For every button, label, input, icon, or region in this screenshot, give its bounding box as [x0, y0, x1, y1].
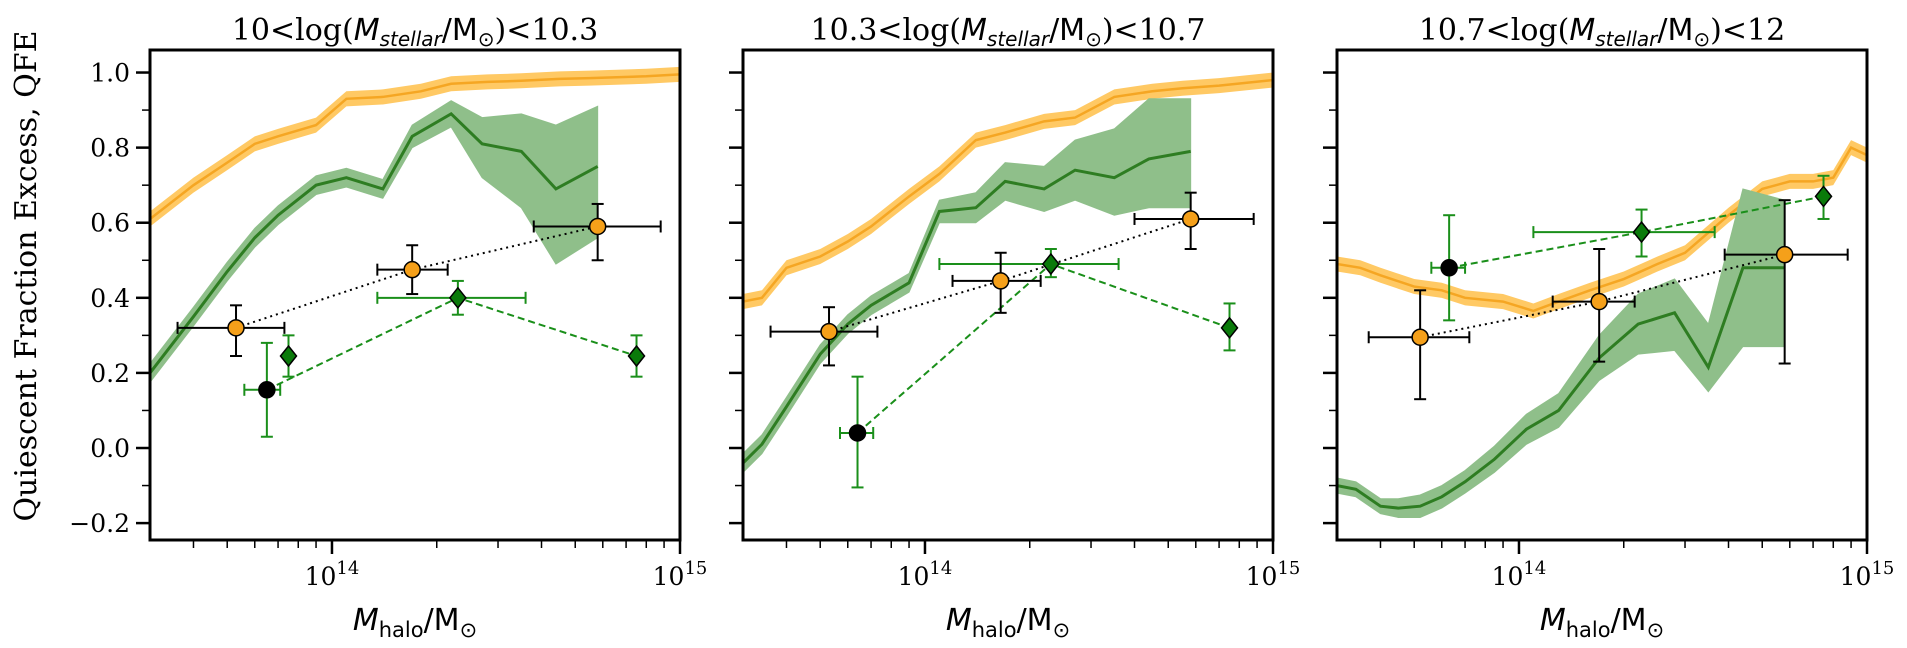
- green-diamond-marker: [627, 344, 646, 368]
- green-dashed-line: [1448, 195, 1824, 269]
- green-point-errorbar: [938, 248, 1120, 279]
- x-tick-label: 1015: [653, 558, 708, 591]
- x-axis-label-0: Mhalo/M⊙: [353, 603, 477, 642]
- green-band-line: [1337, 266, 1785, 510]
- axes-frame: [1335, 48, 1869, 542]
- green-band: [1337, 188, 1786, 518]
- green-band-line: [150, 111, 599, 374]
- orange-point-marker: [1775, 245, 1794, 264]
- axes-frame: [148, 48, 682, 542]
- orange-dotted-line: [235, 225, 598, 329]
- orange-band-line: [743, 78, 1273, 303]
- green-diamond-marker: [279, 344, 298, 368]
- black-point-marker: [848, 424, 867, 442]
- panel-title: 10.3<log(Mstellar/M⊙)<10.7: [811, 13, 1206, 51]
- x-tick-label: 1014: [1492, 558, 1547, 591]
- y-tick-label: 0.0: [90, 434, 130, 463]
- x-tick-label: 1014: [305, 558, 360, 591]
- black-point-marker: [258, 381, 276, 399]
- orange-point-marker: [1590, 292, 1608, 311]
- y-tick-label: −0.2: [69, 509, 130, 538]
- green-dashed-line: [856, 262, 1230, 434]
- y-tick-label: 0.8: [90, 134, 130, 163]
- panel-mid-mass: 1014 1015 10.3<log(Mstellar/M⊙)<10.7: [729, 13, 1300, 591]
- plot-area: [743, 72, 1273, 489]
- green-diamond-marker: [448, 286, 467, 310]
- green-diamond-marker: [1041, 252, 1060, 276]
- green-diamond-marker: [1632, 220, 1651, 244]
- green-diamond-marker: [1814, 185, 1833, 208]
- orange-dotted-line: [828, 218, 1191, 333]
- panel-low-mass: −0.2 0.0 0.2 0.4 0.6 0.8 1.0 1014 1015 10<log(Mst…: [69, 13, 707, 591]
- orange-band-line: [150, 73, 680, 220]
- plot-area: [150, 66, 680, 438]
- orange-band: [1337, 140, 1867, 319]
- black-point-marker: [1440, 259, 1458, 277]
- x-tick-label: 1015: [1246, 558, 1301, 591]
- y-tick-label: 1.0: [90, 59, 130, 88]
- axes-frame: [741, 48, 1275, 542]
- x-tick-label: 1015: [1840, 558, 1895, 591]
- y-tick-label: 0.2: [90, 359, 130, 388]
- orange-point-marker: [991, 272, 1010, 290]
- orange-point-marker: [227, 319, 245, 337]
- orange-point-marker: [1181, 210, 1200, 228]
- panel-title: 10.7<log(Mstellar/M⊙)<12: [1419, 13, 1785, 51]
- orange-band: [150, 66, 680, 227]
- y-tick-label: 0.4: [90, 284, 130, 313]
- x-tick-label: 1014: [898, 558, 953, 591]
- orange-band-line: [1337, 146, 1867, 313]
- x-axis-label-2: Mhalo/M⊙: [1540, 603, 1664, 642]
- green-band-line: [743, 149, 1191, 465]
- green-diamond-marker: [1220, 316, 1239, 340]
- panel-title: 10<log(Mstellar/M⊙)<10.3: [232, 13, 598, 51]
- orange-point-marker: [1411, 328, 1429, 346]
- orange-point-marker: [588, 217, 607, 236]
- green-dashed-line: [266, 296, 637, 391]
- y-axis-label: Quiescent Fraction Excess, QFE: [9, 30, 44, 521]
- orange-point-marker: [403, 260, 421, 279]
- plot-area: [1337, 140, 1867, 518]
- orange-point-marker: [820, 322, 838, 341]
- x-axis-label-1: Mhalo/M⊙: [946, 603, 1070, 642]
- orange-dotted-line: [1419, 253, 1785, 339]
- y-tick-label: 0.6: [90, 209, 130, 238]
- panel-high-mass: 1014 1015 10.7<log(Mstellar/M⊙)<12: [1323, 13, 1894, 591]
